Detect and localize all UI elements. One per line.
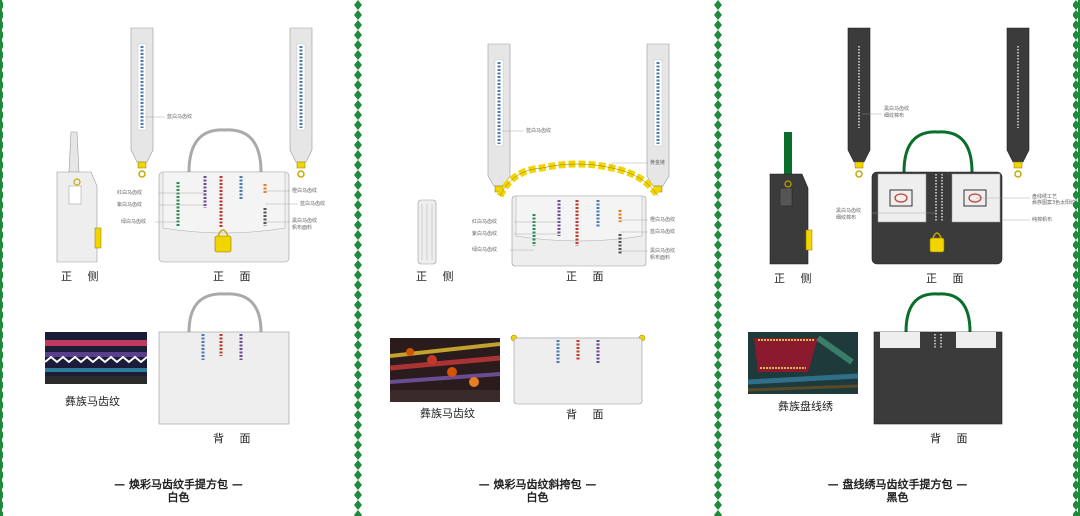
callout-lines <box>502 130 648 252</box>
back-view-bag <box>510 334 646 405</box>
product-title: — 盘线绣马齿纹手提方包 — <box>827 478 968 491</box>
callout-c: 绿白马齿纹 <box>472 247 498 253</box>
callout-lines <box>862 113 1030 221</box>
back-view-bag <box>873 292 1003 425</box>
view-label-side: 正 侧 <box>416 270 460 283</box>
side-view-bag <box>769 132 813 265</box>
side-view-bag <box>56 131 102 263</box>
callout-strap-1: 黑白马齿纹 <box>884 106 910 112</box>
callout-e: 蓝白马齿纹 <box>650 229 676 235</box>
callout-a: 红白马齿纹 <box>117 190 143 196</box>
callout-d: 橙白马齿纹 <box>650 217 676 223</box>
callout-b: 紫白马齿纹 <box>117 202 143 208</box>
callout-f: 黑白马齿纹 <box>292 218 318 224</box>
front-view-bag <box>496 160 661 267</box>
product-color: 白色 <box>526 491 549 504</box>
view-label-back: 背 面 <box>213 432 257 445</box>
callout-b-1: 盘线绣工艺 <box>1032 194 1058 200</box>
photo-caption: 彝族马齿纹 <box>65 395 120 408</box>
callout-b: 紫白马齿纹 <box>472 231 498 237</box>
view-label-back: 背 面 <box>566 408 610 421</box>
callout-lines <box>145 116 298 223</box>
callout-strap: 蓝白马齿纹 <box>167 114 193 120</box>
callout-c: 绿白马齿纹 <box>121 219 147 225</box>
view-label-side: 正 侧 <box>774 272 818 285</box>
right-strap <box>289 27 313 178</box>
product-title: — 焕彩马齿纹斜挎包 — <box>478 478 597 491</box>
back-view-bag <box>158 292 290 425</box>
left-strap <box>130 27 154 178</box>
view-label-front: 正 面 <box>213 270 257 283</box>
pattern-photo <box>45 332 147 384</box>
zigzag-border-mid1 <box>354 0 362 516</box>
callout-a-1: 黑白马齿纹 <box>836 208 862 214</box>
callout-strap: 蓝白马齿纹 <box>526 128 552 134</box>
callout-a: 红白马齿纹 <box>472 219 498 225</box>
callout-chain: 黄金链 <box>650 160 666 166</box>
view-label-front: 正 面 <box>926 272 970 285</box>
right-strap <box>1006 27 1030 178</box>
callout-f: 黑白马齿纹 <box>650 248 676 254</box>
left-strap <box>487 43 511 193</box>
front-view-bag <box>158 128 290 263</box>
zigzag-border-mid2 <box>714 0 722 516</box>
panel-black-tote: 黑白马齿纹 细纹棉布 黑白马齿纹 细纹棉布 盘线绣工艺 彝族图案3色太阳纹 纯棉… <box>722 0 1076 516</box>
product-color: 黑色 <box>886 491 909 504</box>
left-strap <box>847 27 871 178</box>
callout-e: 蓝白马齿纹 <box>300 201 326 207</box>
product-color: 白色 <box>167 491 190 504</box>
right-strap <box>646 43 670 193</box>
pattern-photo <box>390 338 500 402</box>
panel-3-drawing <box>769 27 1030 425</box>
callout-strap-2: 细纹棉布 <box>884 113 905 119</box>
view-label-side: 正 侧 <box>61 270 105 283</box>
callout-a-2: 细纹棉布 <box>836 215 857 221</box>
view-label-back: 背 面 <box>930 432 974 445</box>
panel-white-crossbody: 蓝白马齿纹 黄金链 红白马齿纹 紫白马齿纹 绿白马齿纹 橙白马齿纹 蓝白马齿纹 … <box>362 0 713 516</box>
pattern-photo <box>748 332 858 394</box>
zigzag-border-right <box>1072 0 1080 516</box>
panel-1-drawing <box>56 27 313 425</box>
callout-b-2: 彝族图案3色太阳纹 <box>1032 200 1076 206</box>
callout-c: 纯棉帆布 <box>1032 217 1053 223</box>
view-label-front: 正 面 <box>566 270 610 283</box>
photo-caption: 彝族盘线绣 <box>778 400 833 413</box>
product-title: — 焕彩马齿纹手提方包 — <box>114 478 243 491</box>
photo-caption: 彝族马齿纹 <box>420 407 475 420</box>
callout-g: 帆布面料 <box>650 255 671 261</box>
callout-d: 橙白马齿纹 <box>292 188 318 194</box>
panel-2-drawing <box>417 43 670 405</box>
panel-white-tote: 蓝白马齿纹 红白马齿纹 紫白马齿纹 绿白马齿纹 橙白马齿纹 蓝白马齿纹 黑白马齿… <box>3 0 354 516</box>
side-view-bag <box>417 199 437 265</box>
callout-g: 帆布面料 <box>292 225 313 231</box>
